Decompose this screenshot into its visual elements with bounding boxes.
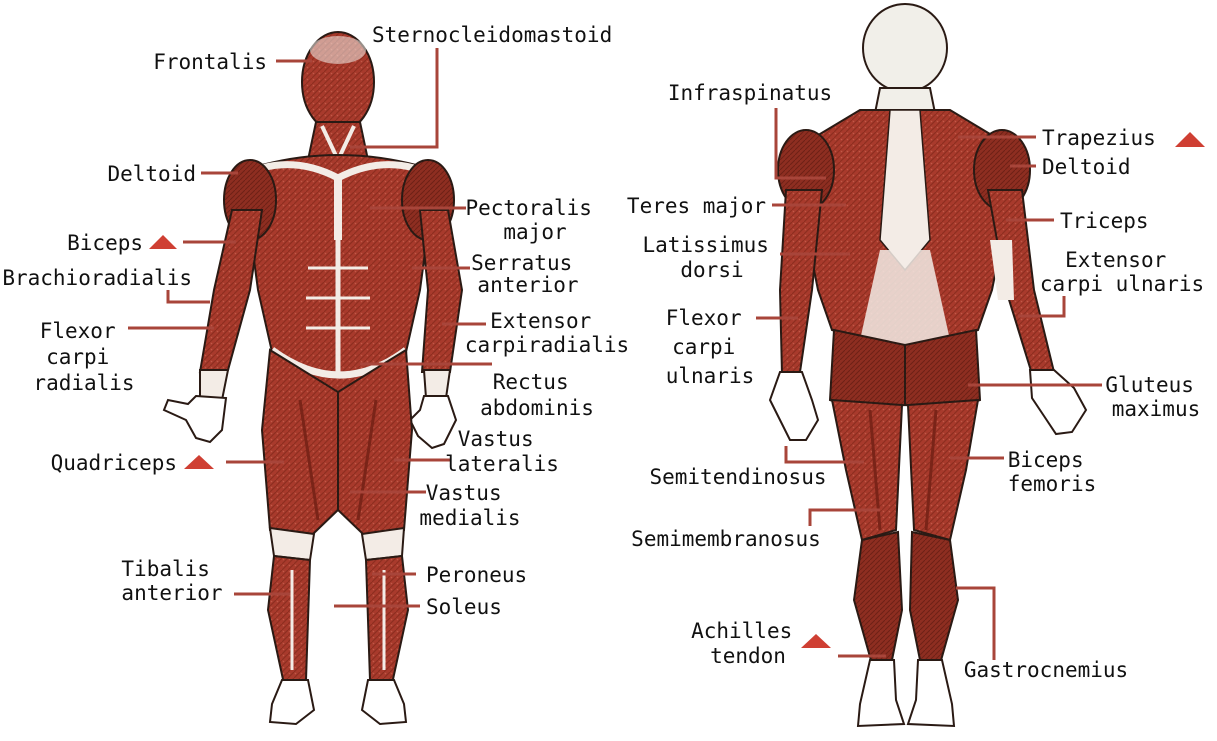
label-extensor-carpiradialis: Extensor carpiradialis: [465, 309, 629, 357]
label-soleus: Soleus: [426, 595, 502, 619]
label-deltoid-back: Deltoid: [1042, 155, 1131, 179]
label-flexor-carpi-ulnaris: Flexor carpi ulnaris: [666, 306, 755, 388]
label-flexor-carpi-radialis: Flexor carpi radialis: [33, 319, 134, 395]
label-infraspinatus: Infraspinatus: [668, 81, 832, 105]
back-body-figure: [770, 4, 1086, 726]
label-gastrocnemius: Gastrocnemius: [964, 658, 1128, 682]
label-biceps: Biceps: [67, 231, 143, 255]
label-semitendinosus: Semitendinosus: [649, 465, 826, 489]
label-peroneus: Peroneus: [426, 563, 527, 587]
label-sternocleidomastoid: Sternocleidomastoid: [372, 23, 612, 47]
label-achilles-tendon: Achilles tendon: [691, 619, 805, 668]
triangle-marker-icon: [801, 634, 831, 648]
label-vastus-medialis: Vastus medialis: [419, 481, 520, 530]
label-tibalis-anterior: Tibalis anterior: [121, 557, 222, 605]
label-serratus-anterior: Serratus anterior: [471, 251, 585, 297]
label-trapezius: Trapezius: [1042, 126, 1156, 150]
label-rectus-abdominis: Rectus abdominis: [480, 370, 594, 420]
label-biceps-femoris: Biceps femoris: [1008, 448, 1097, 496]
label-extensor-carpi-ulnaris: Extensor carpi ulnaris: [1040, 248, 1204, 296]
front-body-figure: [164, 32, 462, 724]
label-frontalis: Frontalis: [153, 50, 267, 74]
label-teres-major: Teres major: [627, 194, 766, 218]
label-latissimus-dorsi: Latissimus dorsi: [642, 233, 781, 282]
triangle-marker-icon: [184, 455, 214, 469]
label-gluteus-maximus: Gluteus maximus: [1105, 373, 1206, 421]
triangle-marker-icon: [1175, 132, 1205, 147]
label-semimembranosus: Semimembranosus: [631, 527, 821, 551]
label-deltoid-front: Deltoid: [107, 162, 196, 186]
label-brachioradialis: Brachioradialis: [2, 266, 192, 290]
label-pectoralis-major: Pectoralis major: [465, 196, 604, 244]
triangle-marker-icon: [149, 235, 177, 249]
label-vastus-lateralis: Vastus lateralis: [445, 427, 559, 476]
label-quadriceps: Quadriceps: [51, 451, 177, 475]
label-triceps: Triceps: [1060, 209, 1149, 233]
